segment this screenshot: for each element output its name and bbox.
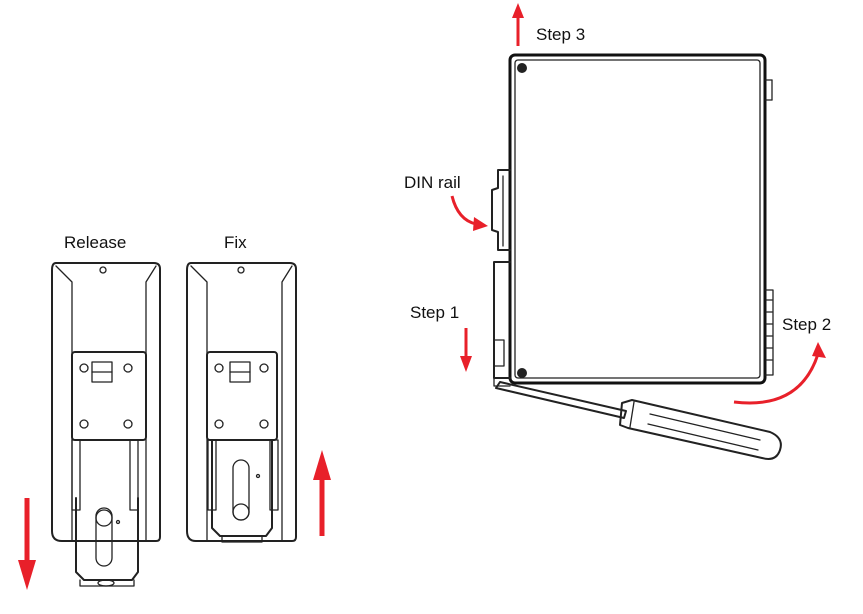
din-rail-label: DIN rail [404, 173, 461, 192]
fix-arrow-up [313, 450, 331, 536]
din-rail-arrow [450, 195, 488, 231]
release-arrow-down [18, 498, 36, 590]
step1-label: Step 1 [410, 303, 459, 322]
step2-arrow-curve [733, 342, 826, 405]
side-view: Step 3 DIN rail [404, 3, 831, 460]
step3-label: Step 3 [536, 25, 585, 44]
screwdriver-icon [495, 381, 782, 460]
release-label: Release [64, 233, 126, 252]
step2-label: Step 2 [782, 315, 831, 334]
step3-arrow-up [512, 3, 524, 46]
step1-arrow-down [460, 328, 472, 372]
fix-panel: Fix [186, 233, 331, 543]
fix-label: Fix [224, 233, 247, 252]
release-panel: Release [18, 233, 161, 590]
